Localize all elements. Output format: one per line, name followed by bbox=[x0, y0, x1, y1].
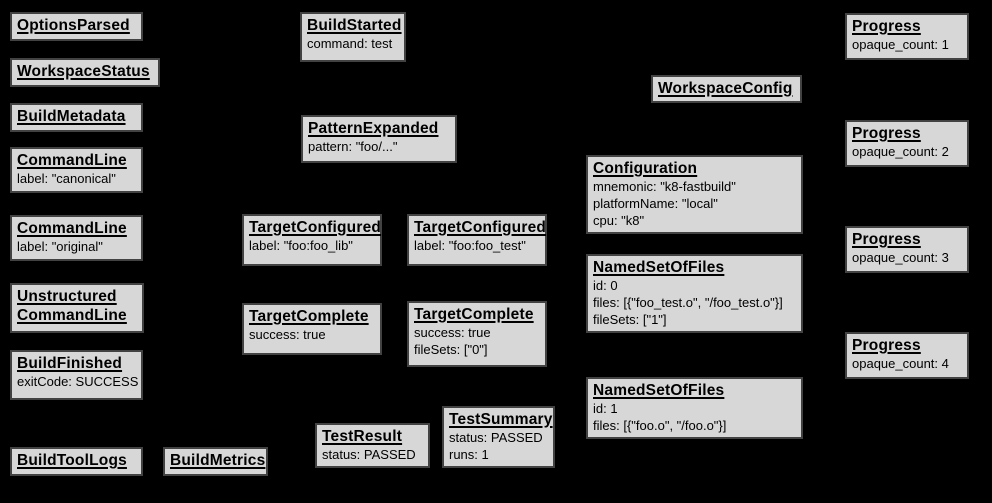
event-field: pattern: "foo/..." bbox=[308, 138, 398, 154]
event-title: PatternExpanded bbox=[308, 120, 439, 137]
event-title: CommandLine bbox=[17, 220, 127, 237]
event-field: status: PASSED bbox=[322, 446, 416, 462]
event-field: opaque_count: 4 bbox=[852, 355, 949, 371]
event-title: TargetComplete bbox=[414, 306, 534, 323]
event-field: opaque_count: 1 bbox=[852, 36, 949, 52]
event-title: TargetConfigured bbox=[249, 219, 382, 236]
event-title: Unstructured CommandLine bbox=[17, 288, 127, 324]
event-field: id: 0 bbox=[593, 277, 618, 293]
event-title: Configuration bbox=[593, 160, 698, 177]
event-field: platformName: "local" bbox=[593, 195, 718, 211]
event-title: TestSummary bbox=[449, 411, 553, 428]
event-field: id: 1 bbox=[593, 400, 618, 416]
event-title: WorkspaceConfig bbox=[658, 80, 793, 97]
event-title: CommandLine bbox=[17, 152, 127, 169]
event-field: files: [{"foo.o", "/foo.o"}] bbox=[593, 417, 727, 433]
event-box-buildmetadata-2: BuildMetadata bbox=[10, 103, 143, 132]
event-field: label: "original" bbox=[17, 238, 103, 254]
event-field: success: true bbox=[249, 326, 326, 342]
event-title: WorkspaceStatus bbox=[17, 63, 150, 80]
event-title: Progress bbox=[852, 231, 921, 248]
event-field: command: test bbox=[307, 35, 393, 51]
event-box-workspaceconfig-17: WorkspaceConfig bbox=[651, 75, 802, 103]
event-title: TargetComplete bbox=[249, 308, 369, 325]
event-title: BuildMetadata bbox=[17, 108, 126, 125]
event-field: cpu: "k8" bbox=[593, 212, 645, 228]
event-field: files: [{"foo_test.o", "/foo_test.o"}] bbox=[593, 294, 783, 310]
event-field: status: PASSED bbox=[449, 429, 543, 445]
event-field: success: true bbox=[414, 324, 491, 340]
event-title: TargetConfigured bbox=[414, 219, 547, 236]
event-field: opaque_count: 3 bbox=[852, 249, 949, 265]
event-box-unstructured-commandline-5: Unstructured CommandLine bbox=[10, 283, 144, 333]
event-box-optionsparsed-0: OptionsParsed bbox=[10, 12, 143, 41]
event-field: fileSets: ["0"] bbox=[414, 341, 488, 357]
event-box-buildtoollogs-7: BuildToolLogs bbox=[10, 447, 143, 476]
event-title: NamedSetOfFiles bbox=[593, 382, 725, 399]
event-title: Progress bbox=[852, 125, 921, 142]
event-field: runs: 1 bbox=[449, 446, 489, 462]
event-title: NamedSetOfFiles bbox=[593, 259, 725, 276]
event-title: BuildStarted bbox=[307, 17, 402, 34]
event-box-workspacestatus-1: WorkspaceStatus bbox=[10, 58, 160, 87]
event-title: Progress bbox=[852, 337, 921, 354]
event-field: mnemonic: "k8-fastbuild" bbox=[593, 178, 736, 194]
event-field: exitCode: SUCCESS bbox=[17, 373, 139, 389]
event-title: OptionsParsed bbox=[17, 17, 130, 34]
event-box-buildmetrics-8: BuildMetrics bbox=[163, 447, 268, 476]
event-field: label: "canonical" bbox=[17, 170, 116, 186]
event-title: TestResult bbox=[322, 428, 403, 445]
event-field: label: "foo:foo_lib" bbox=[249, 237, 353, 253]
event-field: fileSets: ["1"] bbox=[593, 311, 667, 327]
event-title: BuildFinished bbox=[17, 355, 123, 372]
event-title: Progress bbox=[852, 18, 921, 35]
event-field: label: "foo:foo_test" bbox=[414, 237, 526, 253]
event-title: BuildMetrics bbox=[170, 452, 266, 469]
event-title: BuildToolLogs bbox=[17, 452, 127, 469]
event-field: opaque_count: 2 bbox=[852, 143, 949, 159]
